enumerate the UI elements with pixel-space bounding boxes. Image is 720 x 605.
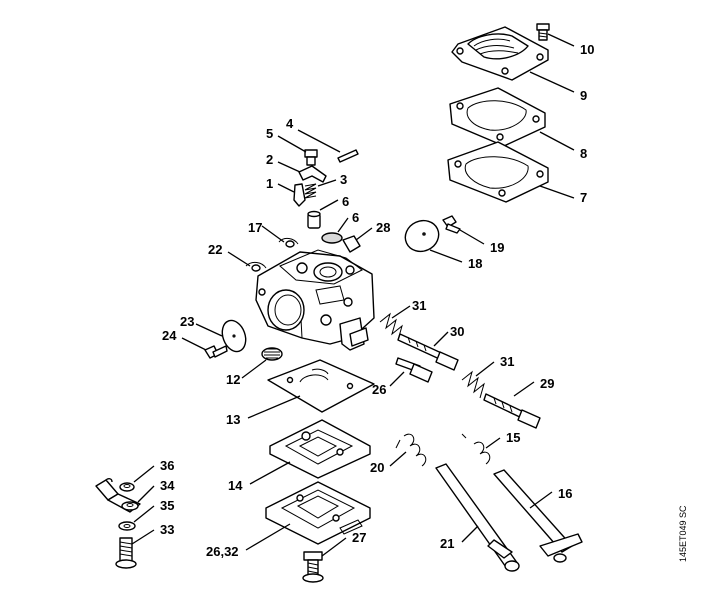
part-spring-3 xyxy=(304,183,317,199)
callout-2: 2 xyxy=(266,152,273,167)
callout-31a: 31 xyxy=(412,298,426,313)
part-spring-20 xyxy=(395,433,427,467)
part-needle-29 xyxy=(483,393,541,429)
callout-29: 29 xyxy=(540,376,554,391)
callout-30: 30 xyxy=(450,324,464,339)
callout-8: 7 xyxy=(580,190,587,205)
callout-17: 17 xyxy=(248,220,262,235)
part-gasket-8 xyxy=(447,141,549,203)
callout-3: 3 xyxy=(340,172,347,187)
part-lever-2 xyxy=(298,165,327,183)
part-spring-15 xyxy=(461,433,491,465)
part-screw-33 xyxy=(115,537,137,569)
callout-7: 6 xyxy=(342,194,349,209)
part-clip-17 xyxy=(278,237,299,248)
part-cap-6 xyxy=(321,232,343,244)
callout-33: 33 xyxy=(160,522,174,537)
callout-31b: 31 xyxy=(500,354,514,369)
part-screen-12 xyxy=(261,347,283,361)
part-needle-30 xyxy=(397,333,459,371)
part-plate-26-32 xyxy=(265,481,371,545)
part-spring-31a xyxy=(379,312,403,341)
callout-26-32: 26,32 xyxy=(206,544,239,559)
callout-10: 9 xyxy=(580,88,587,103)
part-plug-7 xyxy=(307,210,321,229)
callout-14: 14 xyxy=(228,478,243,493)
callout-20: 20 xyxy=(370,460,384,475)
callout-35: 35 xyxy=(160,498,174,513)
callout-18: 18 xyxy=(468,256,482,271)
part-screw-19 xyxy=(442,215,461,234)
callout-6-label: 6 xyxy=(352,210,359,225)
part-screw-11 xyxy=(536,23,550,41)
part-cover-10 xyxy=(451,26,549,81)
part-clip-22 xyxy=(245,261,267,272)
callout-21: 21 xyxy=(440,536,454,551)
part-carburetor-body xyxy=(255,249,375,351)
callout-13: 13 xyxy=(226,412,240,427)
callout-4: 4 xyxy=(286,116,294,131)
part-diaphragm-9 xyxy=(449,87,546,147)
part-screw-5 xyxy=(304,149,318,166)
callout-26: 26 xyxy=(372,382,386,397)
part-plate-18 xyxy=(404,219,440,253)
callout-12: 12 xyxy=(226,372,240,387)
part-plug-28 xyxy=(342,235,361,253)
callout-22: 22 xyxy=(208,242,222,257)
part-screw-27 xyxy=(302,551,324,583)
part-pin-4 xyxy=(337,149,359,163)
part-shaft-21 xyxy=(435,463,520,572)
part-washer-36 xyxy=(119,482,135,492)
part-washer-34 xyxy=(121,501,139,511)
drawing-code: 145ET049 SC xyxy=(678,505,688,562)
part-screw-24 xyxy=(204,345,228,359)
callout-27: 27 xyxy=(352,530,366,545)
callout-5: 5 xyxy=(266,126,273,141)
part-needle-1 xyxy=(293,183,306,207)
callout-11: 10 xyxy=(580,42,594,57)
part-washer-33a xyxy=(118,521,136,531)
callout-34: 34 xyxy=(160,478,175,493)
callouts: 10 9 8 7 4 5 2 1 3 6 6 6 28 17 22 19 18 … xyxy=(160,42,594,559)
callout-28: 28 xyxy=(376,220,390,235)
callout-1: 1 xyxy=(266,176,273,191)
part-shaft-16 xyxy=(493,469,583,563)
callout-19: 19 xyxy=(490,240,504,255)
callout-24: 24 xyxy=(162,328,177,343)
callout-9: 8 xyxy=(580,146,587,161)
callout-16: 16 xyxy=(558,486,572,501)
callout-36: 36 xyxy=(160,458,174,473)
callout-15: 15 xyxy=(506,430,520,445)
part-spring-31b xyxy=(461,370,485,399)
part-needle-26 xyxy=(395,357,433,383)
part-gasket-13 xyxy=(267,359,375,413)
leader-lines xyxy=(131,33,575,557)
callout-23: 23 xyxy=(180,314,194,329)
part-plate-23 xyxy=(221,319,247,353)
part-plate-14 xyxy=(269,419,371,479)
